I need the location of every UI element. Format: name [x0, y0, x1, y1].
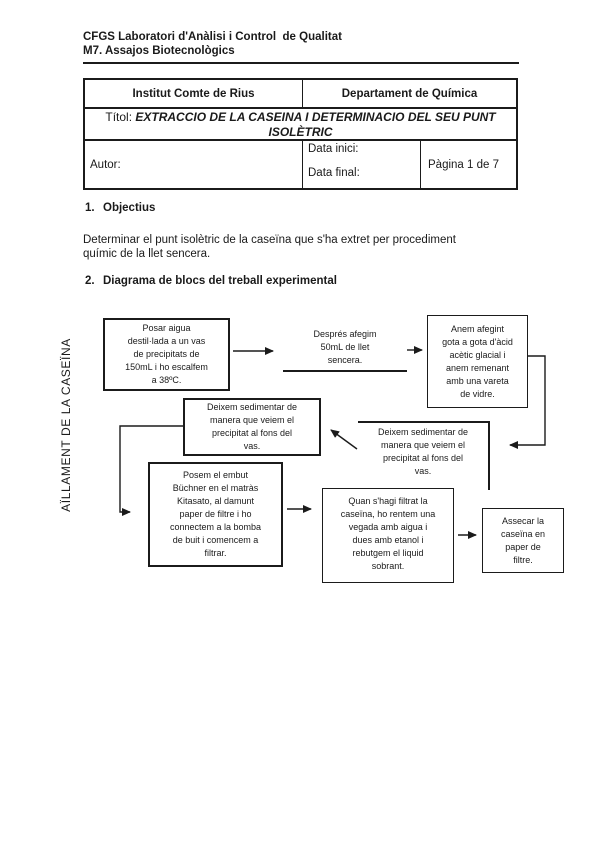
flow-box-filtrat-rentat: Quan s'hagi filtrat la caseïna, ho rente… [322, 488, 454, 583]
section-heading-diagrama: 2. Diagrama de blocs del treball experim… [85, 275, 337, 287]
flow-box-embut-buchner: Posem el embut Büchner en el matràs Kita… [148, 462, 283, 567]
flow-box-afegim-llet: Després afegim 50mL de llet sencera. [283, 324, 407, 372]
flow-box-posar-aigua: Posar aigua destil·lada a un vas de prec… [103, 318, 230, 391]
flow-box-assecar: Assecar la caseïna en paper de filtre. [482, 508, 564, 573]
document-title: EXTRACCIO DE LA CASEINA I DETERMINACIO D… [135, 110, 496, 139]
arrow-b5-b4-diagonal [330, 429, 358, 450]
section-title: Objectius [103, 202, 156, 214]
flow-box-acid-acetic: Anem afegint gota a gota d'àcid acètic g… [427, 315, 528, 408]
department-cell: Departament de Química [341, 87, 478, 100]
flow-box-sedimentar-left: Deixem sedimentar de manera que veiem el… [183, 398, 321, 456]
author-cell: Autor: [85, 141, 303, 188]
objectius-paragraph: Determinar el punt isolètric de la caseï… [83, 234, 456, 260]
section-title: Diagrama de blocs del treball experiment… [103, 275, 337, 287]
document-header: CFGS Laboratori d'Anàlisi i Control de Q… [83, 31, 519, 64]
section-number: 1. [85, 202, 95, 214]
section-number: 2. [85, 275, 95, 287]
institution-cell: Institut Comte de Rius [85, 80, 303, 107]
date-end-label: Data final: [308, 167, 360, 179]
info-table-row-institution: Institut Comte de Rius Departament de Qu… [85, 80, 516, 107]
header-rule [83, 62, 519, 64]
flow-box-sedimentar-right: Deixem sedimentar de manera que veiem el… [358, 421, 490, 490]
title-label: Títol: [105, 110, 133, 124]
diagram-side-label: AÏLLAMENT DE LA CASEÏNA [59, 338, 73, 512]
date-start-label: Data inici: [308, 143, 359, 155]
info-table-row-title: Títol: EXTRACCIO DE LA CASEINA I DETERMI… [85, 107, 516, 139]
dates-cell: Data inici: Data final: [303, 141, 421, 188]
info-table-row-meta: Autor: Data inici: Data final: Pàgina 1 … [85, 139, 516, 188]
section-heading-objectius: 1. Objectius [85, 202, 155, 214]
header-module-title: M7. Assajos Biotecnològics [83, 44, 235, 57]
info-table: Institut Comte de Rius Departament de Qu… [83, 78, 518, 190]
header-course-title: CFGS Laboratori d'Anàlisi i Control de Q… [83, 31, 342, 43]
page-indicator: Pàgina 1 de 7 [428, 158, 499, 171]
